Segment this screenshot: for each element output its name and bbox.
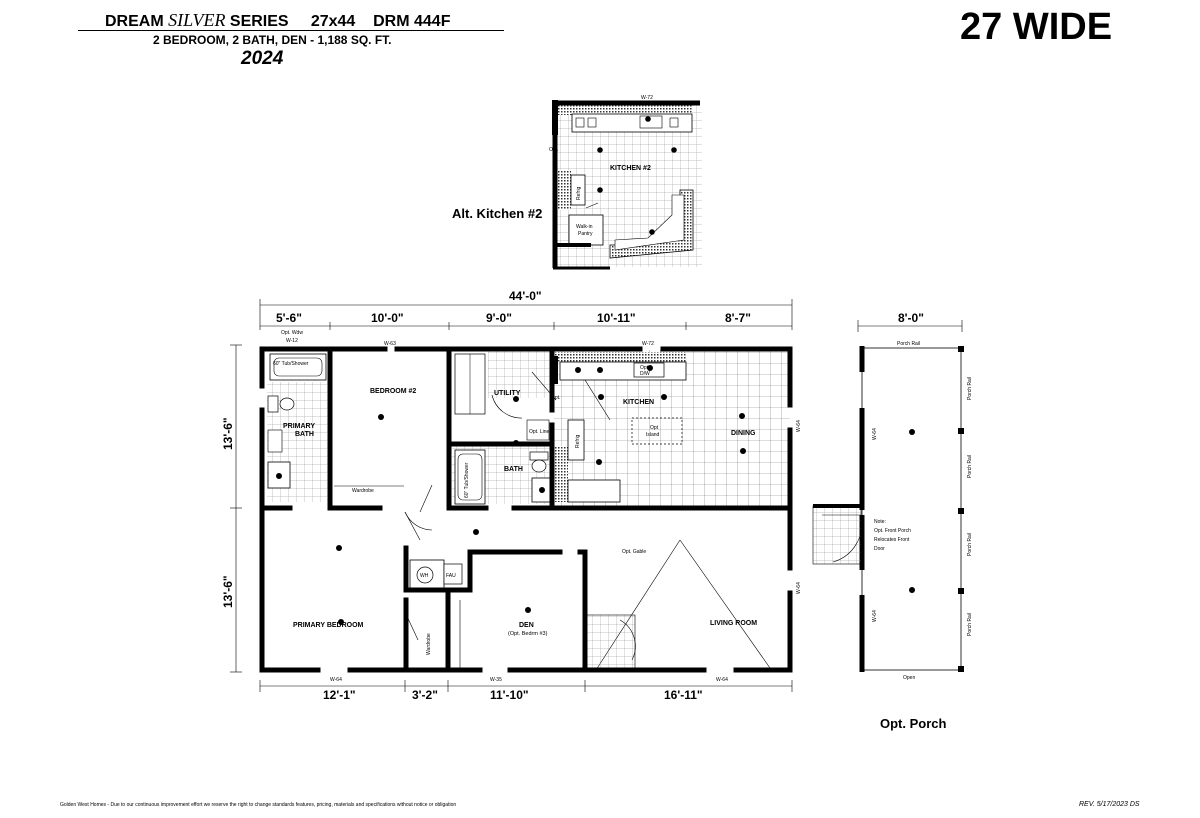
series-name: SILVER: [168, 10, 226, 30]
w12-label: W-12: [286, 338, 298, 344]
dim-top-4: 10'-11": [597, 311, 636, 325]
w64-bottom-2-label: W-64: [716, 677, 728, 683]
wh-label: WH: [420, 573, 429, 579]
porch-note-2: Opt. Front Porch: [874, 528, 911, 534]
kitchen2-label: KITCHEN #2: [610, 165, 651, 172]
series-prefix: DREAM: [105, 13, 164, 30]
wide-label: 27 WIDE: [960, 6, 1113, 48]
main-floor: Refrig Opt Island Opt. D/W Opt. 60" Tub/…: [259, 330, 802, 683]
alt-kitchen-inset: Refrig Walk-in Pantry W-72 Opt. KITCHEN …: [549, 95, 702, 270]
fau-label: FAU: [446, 573, 456, 579]
dim-top-5: 8'-7": [725, 311, 751, 325]
model-number: DRM 444F: [373, 13, 451, 30]
living-room-label: LIVING ROOM: [710, 620, 757, 627]
w63-label: W-63: [384, 341, 396, 347]
home-size: 27x44: [310, 13, 356, 30]
bedroom2-wardrobe-label: Wardrobe: [352, 488, 374, 494]
series-suffix: SERIES: [229, 13, 289, 30]
dim-bottom-3: 11'-10": [490, 688, 529, 702]
opt-dw-label-2: D/W: [640, 371, 650, 377]
porch-note-4: Door: [874, 546, 885, 552]
primary-tub-label: 60" Tub/Shower: [273, 361, 309, 367]
porch-rail-right-4-label: Porch Rail: [967, 613, 973, 636]
kitchen-label: KITCHEN: [623, 399, 654, 406]
w64-bottom-1-label: W-64: [330, 677, 342, 683]
opt-utility-label: Opt.: [551, 395, 560, 401]
porch-w64-1-label: W-64: [872, 428, 878, 440]
dimension-lines: [230, 299, 963, 692]
series-title: DREAM SILVER SERIES 27x44 DRM 444F: [105, 10, 450, 31]
porch-open-label: Open: [903, 675, 915, 681]
inset-window-label: W-72: [641, 95, 653, 101]
dim-porch: 8'-0": [898, 311, 924, 325]
dim-left-2: 13'-6": [221, 575, 235, 608]
dim-top-2: 10'-0": [371, 311, 404, 325]
header-rule: [78, 30, 504, 31]
opt-linen-label: Opt. Linen: [529, 429, 552, 435]
w35-label: W-35: [490, 677, 502, 683]
home-description: 2 BEDROOM, 2 BATH, DEN - 1,188 SQ. FT.: [153, 33, 392, 47]
dim-left-1: 13'-6": [221, 417, 235, 450]
porch-rail-top-label: Porch Rail: [897, 341, 920, 347]
bath-label: BATH: [504, 466, 523, 473]
alt-kitchen-caption: Alt. Kitchen #2: [452, 206, 543, 221]
porch-rail-right-3-label: Porch Rail: [967, 533, 973, 556]
primary-bath-label-2: BATH: [295, 431, 314, 438]
dim-bottom-4: 16'-11": [664, 688, 703, 702]
dim-top-1: 5'-6": [276, 311, 302, 325]
footer-revision: REV. 5/17/2023 DS: [1079, 801, 1140, 808]
dim-overall: 44'-0": [509, 289, 542, 303]
porch-rail-right-1-label: Porch Rail: [967, 377, 973, 400]
opt-porch-caption: Opt. Porch: [880, 716, 947, 731]
w64-living-label: W-64: [796, 582, 802, 594]
walkin-label: Walk-in: [576, 224, 593, 230]
primary-bath-label-1: PRIMARY: [283, 423, 315, 430]
porch-note-3: Relocates Front: [874, 537, 910, 543]
footer-disclaimer: Golden West Homes - Due to our continuou…: [60, 802, 457, 808]
inset-opt-label: Opt.: [549, 147, 558, 153]
opt-gable-label: Opt. Gable: [622, 549, 646, 555]
w64-dining-label: W-64: [796, 420, 802, 432]
dim-top-3: 9'-0": [486, 311, 512, 325]
porch-w64-2-label: W-64: [872, 610, 878, 622]
dim-bottom-2: 3'-2": [412, 688, 438, 702]
primary-wardrobe-label: Wardrobe: [426, 633, 432, 655]
inset-refrig-label: Refrig: [576, 186, 582, 200]
dim-bottom-1: 12'-1": [323, 688, 356, 702]
opt-wdw-label: Opt. Wdw: [281, 330, 303, 336]
pantry-label: Pantry: [578, 231, 593, 237]
model-year: 2024: [241, 48, 284, 69]
porch-note-1: Note:: [874, 519, 886, 525]
opt-island-label-1: Opt: [650, 425, 659, 431]
opt-dw-label-1: Opt.: [640, 365, 649, 371]
den-label: DEN: [519, 622, 534, 629]
refrig-label: Refrig: [575, 434, 581, 448]
opt-porch: Porch Rail Porch Rail Porch Rail Porch R…: [812, 341, 973, 681]
porch-rail-right-2-label: Porch Rail: [967, 455, 973, 478]
bedroom2-label: BEDROOM #2: [370, 388, 416, 395]
w72-label: W-72: [642, 341, 654, 347]
bath-tub-label: 60" Tub/Shower: [464, 462, 470, 498]
utility-label: UTILITY: [494, 390, 521, 397]
primary-bedroom-label: PRIMARY BEDROOM: [293, 622, 364, 629]
dining-label: DINING: [731, 430, 756, 437]
den-note-label: (Opt. Bedrm #3): [508, 631, 548, 637]
opt-island-label-2: Island: [646, 432, 660, 438]
